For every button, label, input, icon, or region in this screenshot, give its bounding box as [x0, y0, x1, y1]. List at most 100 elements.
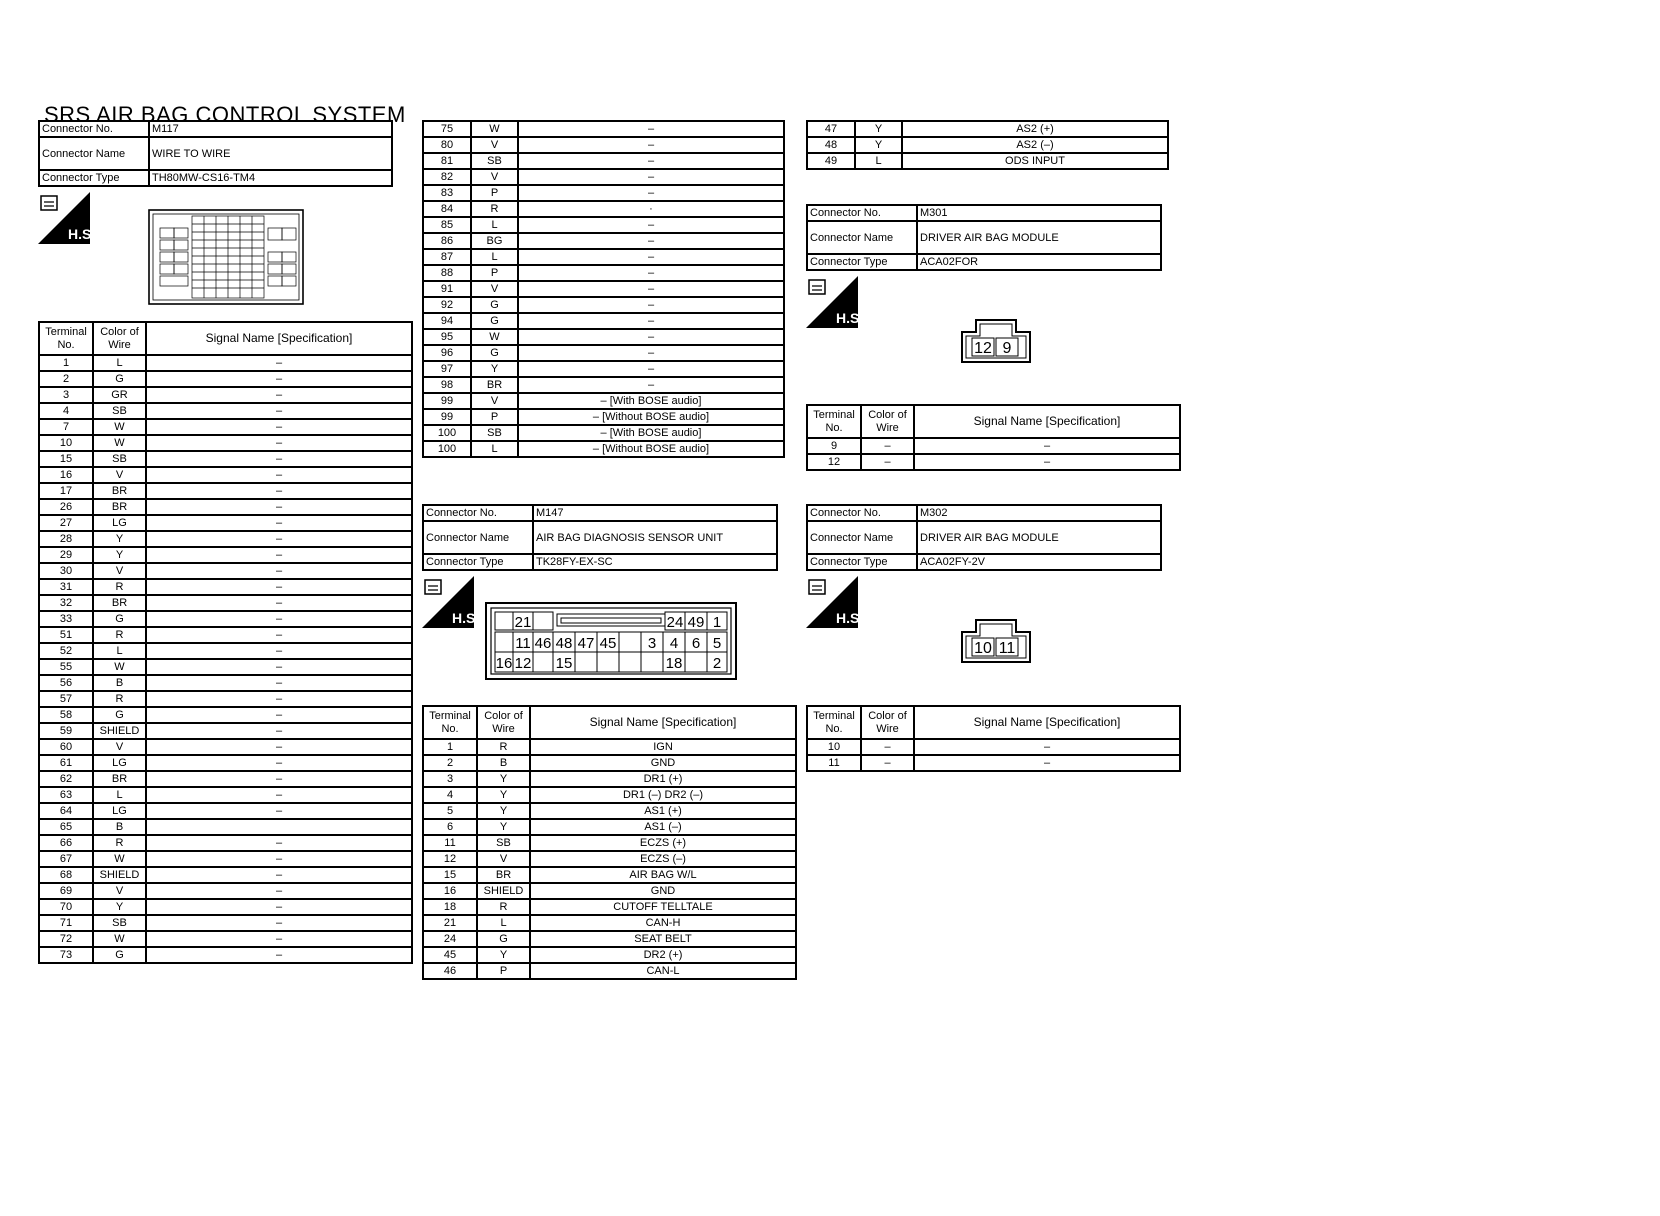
svg-text:H.S.: H.S.: [836, 310, 858, 326]
m147-terminal-table: Terminal No. Color of Wire Signal Name […: [422, 705, 797, 980]
terminal-no-cell: 27: [38, 514, 94, 532]
wire-color-cell: G: [92, 370, 147, 388]
wire-color-cell: SB: [476, 834, 531, 852]
pin-label: 15: [556, 655, 573, 672]
terminal-no-cell: 17: [38, 482, 94, 500]
signal-name-header: Signal Name [Specification]: [145, 321, 413, 356]
terminal-no-cell: 28: [38, 530, 94, 548]
terminal-no-cell: 80: [422, 136, 472, 154]
signal-name-cell: – [Without BOSE audio]: [517, 440, 785, 458]
signal-name-cell: –: [145, 546, 413, 564]
signal-name-cell: –: [517, 136, 785, 154]
terminal-no-cell: 9: [806, 437, 862, 455]
terminal-no-cell: 52: [38, 642, 94, 660]
signal-name-cell: –: [913, 754, 1181, 772]
terminal-no-header: Terminal No.: [38, 321, 94, 356]
color-of-wire-header: Color of Wire: [476, 705, 531, 740]
wire-color-cell: –: [860, 754, 915, 772]
wire-color-cell: V: [470, 168, 519, 186]
signal-name-header: Signal Name [Specification]: [913, 705, 1181, 740]
terminal-no-cell: 63: [38, 786, 94, 804]
connector-name-value: DRIVER AIR BAG MODULE: [916, 220, 1162, 255]
m302-terminal-table: Terminal No. Color of Wire Signal Name […: [806, 705, 1181, 772]
wire-color-cell: L: [470, 248, 519, 266]
terminal-no-cell: 66: [38, 834, 94, 852]
terminal-no-cell: 32: [38, 594, 94, 612]
wire-color-cell: V: [476, 850, 531, 868]
signal-name-cell: –: [517, 360, 785, 378]
wire-color-cell: P: [470, 408, 519, 426]
terminal-no-cell: 26: [38, 498, 94, 516]
terminal-no-cell: 2: [38, 370, 94, 388]
pin-label: 6: [692, 635, 700, 652]
signal-name-cell: –: [145, 530, 413, 548]
signal-name-cell: –: [145, 690, 413, 708]
wire-color-cell: Y: [92, 898, 147, 916]
terminal-no-cell: 100: [422, 424, 472, 442]
terminal-no-cell: 45: [422, 946, 478, 964]
pin-label: 47: [578, 635, 595, 652]
connector-no-value: M301: [916, 204, 1162, 222]
signal-name-cell: –: [145, 498, 413, 516]
svg-text:H.S.: H.S.: [836, 610, 858, 626]
terminal-no-cell: 12: [806, 453, 862, 471]
terminal-no-cell: 10: [38, 434, 94, 452]
signal-name-cell: –: [145, 834, 413, 852]
signal-name-cell: –: [145, 754, 413, 772]
connector-type-value: ACA02FOR: [916, 253, 1162, 271]
wire-color-cell: R: [92, 578, 147, 596]
wire-color-cell: BR: [476, 866, 531, 884]
svg-text:H.S.: H.S.: [452, 610, 474, 626]
wire-color-cell: B: [476, 754, 531, 772]
connector-name-label: Connector Name: [38, 136, 150, 171]
connector-no-value: M302: [916, 504, 1162, 522]
terminal-no-cell: 24: [422, 930, 478, 948]
terminal-no-cell: 31: [38, 578, 94, 596]
wire-color-cell: L: [470, 216, 519, 234]
terminal-no-cell: 86: [422, 232, 472, 250]
wire-color-cell: G: [92, 610, 147, 628]
signal-name-cell: –: [145, 402, 413, 420]
terminal-no-cell: 6: [422, 818, 478, 836]
terminal-no-cell: 94: [422, 312, 472, 330]
wire-color-cell: V: [470, 280, 519, 298]
terminal-no-cell: 100: [422, 440, 472, 458]
harness-side-icon: H.S.: [38, 192, 90, 244]
signal-name-cell: – [Without BOSE audio]: [517, 408, 785, 426]
wire-color-cell: SHIELD: [92, 722, 147, 740]
wire-color-cell: G: [92, 946, 147, 964]
signal-name-cell: –: [517, 376, 785, 394]
signal-name-header: Signal Name [Specification]: [913, 404, 1181, 439]
pin-label: 21: [515, 614, 532, 631]
signal-name-cell: –: [517, 120, 785, 138]
signal-name-cell: SEAT BELT: [529, 930, 797, 948]
signal-name-cell: AS2 (+): [901, 120, 1169, 138]
wire-color-cell: SB: [470, 152, 519, 170]
wire-color-cell: Y: [476, 946, 531, 964]
terminal-no-cell: 47: [806, 120, 856, 138]
terminal-no-cell: 48: [806, 136, 856, 154]
